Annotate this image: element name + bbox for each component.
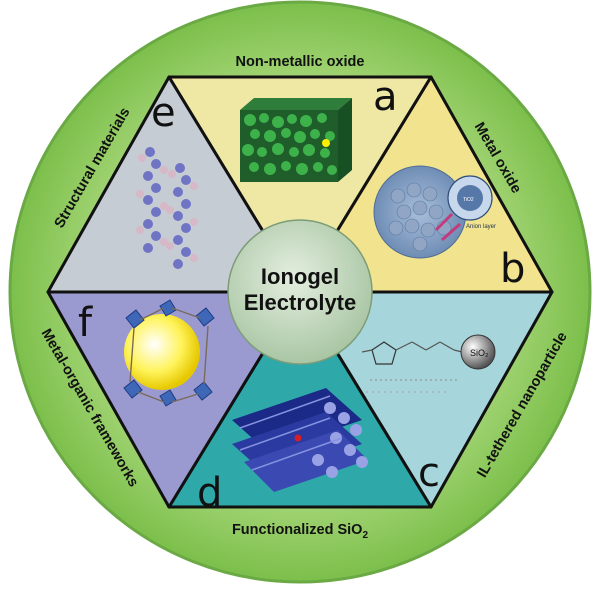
label-functionalized-sio2: Functionalized SiO2 — [232, 522, 369, 541]
center-disc — [227, 219, 373, 365]
letter-c: c — [418, 450, 440, 496]
center-title-line-1: Ionogel — [261, 264, 339, 289]
letter-b: b — [500, 246, 525, 292]
label-non-metallic-oxide: Non-metallic oxide — [236, 54, 365, 70]
letter-d: d — [197, 470, 222, 516]
functionalized-sio2-image — [232, 388, 368, 492]
letter-e: e — [151, 90, 176, 136]
letter-a: a — [373, 74, 398, 120]
metal-organic-frameworks-image — [123, 299, 215, 407]
metal-oxide-inset-small: TiO2 — [463, 197, 474, 203]
il-tethered-nanoparticle-image: SiO₂ — [361, 334, 496, 393]
segment-e-background — [46, 75, 302, 294]
sio2-particle-label: SiO₂ — [470, 348, 489, 358]
non-metallic-oxide-image — [240, 98, 352, 182]
structural-materials-image — [136, 147, 198, 269]
label-functionalized-sio2-main: Functionalized SiO — [232, 522, 363, 538]
label-functionalized-sio2-sub: 2 — [362, 530, 368, 541]
metal-oxide-image: Anion layer TiO2 — [373, 165, 496, 259]
metal-oxide-inset-label: Anion layer — [466, 224, 496, 230]
center-title-line-2: Electrolyte — [244, 290, 357, 315]
letter-f: f — [78, 300, 93, 346]
